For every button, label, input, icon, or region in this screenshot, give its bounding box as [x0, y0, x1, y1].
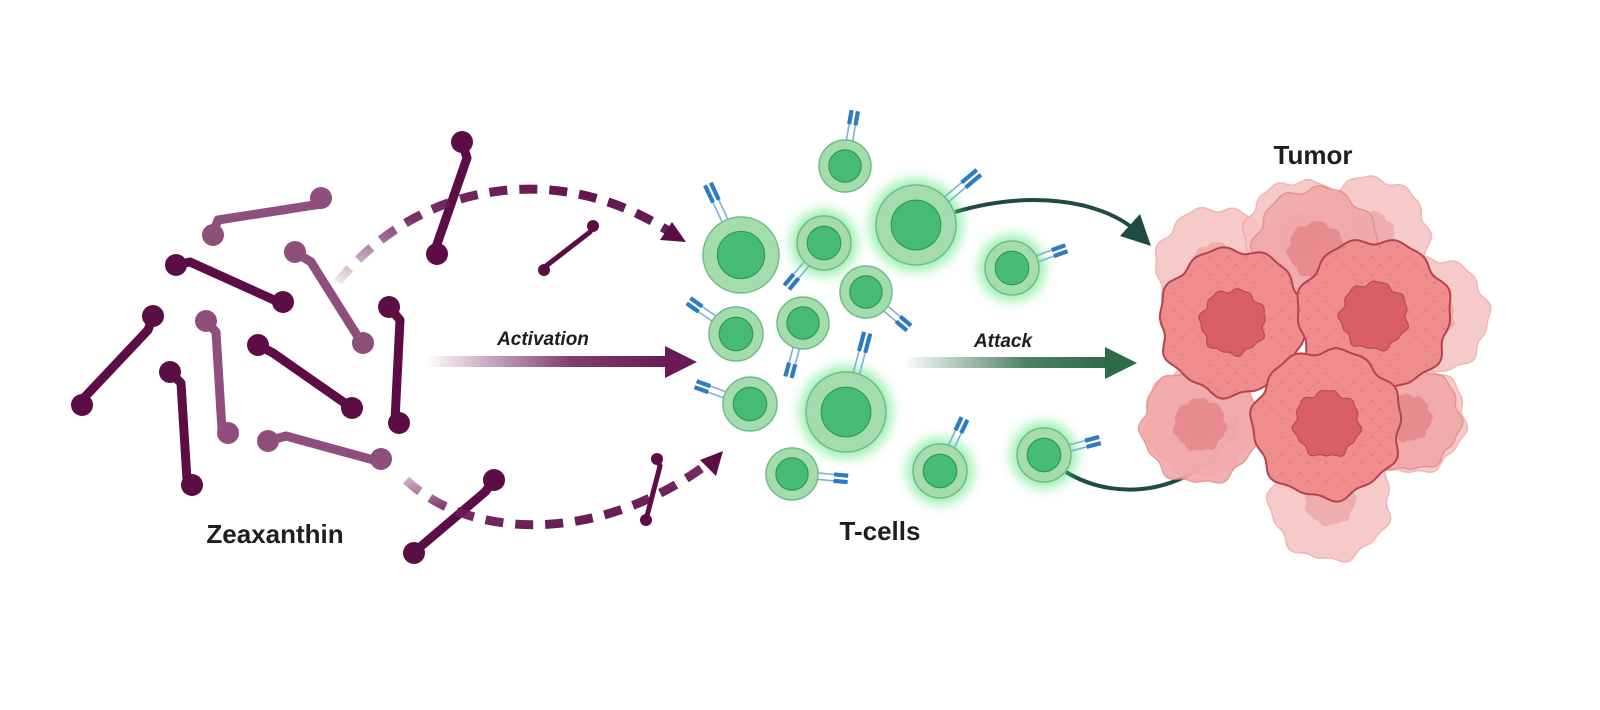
tcr-receptor-icon [687, 298, 717, 322]
tcr-receptor-icon [705, 183, 729, 224]
tumor-mass [1139, 176, 1491, 562]
tumor-label: Tumor [1274, 140, 1353, 170]
t-cell-icon [840, 266, 911, 331]
zeaxanthin-molecule-icon [71, 305, 164, 416]
tcells-label: T-cells [840, 516, 921, 546]
t-cell-icon [777, 297, 829, 378]
t-cell-icon [800, 332, 892, 458]
tcr-receptor-icon [883, 305, 911, 330]
zeaxanthin-molecule-icon [202, 187, 332, 246]
t-cell-icon [1011, 422, 1101, 488]
t-cell-icon [687, 298, 763, 361]
tcr-receptor-icon [694, 381, 727, 398]
t-cell-icon [907, 417, 973, 504]
t-cell-icon [870, 170, 981, 271]
curved-attack-arrow-top [955, 200, 1151, 246]
zeaxanthin-molecule-icon [247, 334, 363, 419]
zeaxanthin-molecule-icon [378, 296, 410, 434]
activation-arrow [425, 346, 697, 378]
zeaxanthin-molecule-icon [159, 361, 203, 496]
activation-label: Activation [496, 329, 589, 350]
attack-label: Attack [973, 331, 1034, 352]
t-cell-icon [703, 183, 779, 293]
dashed-arrow-top [338, 189, 686, 282]
zeaxanthin-molecule-icon [257, 430, 392, 470]
zeaxanthin-molecule-icon [195, 310, 239, 444]
tcell-group [687, 110, 1101, 504]
zeaxanthin-molecule-icon [538, 220, 599, 276]
t-cell-icon [694, 377, 777, 431]
zeaxanthin-molecule-icon [165, 254, 294, 313]
tcr-receptor-icon [785, 346, 799, 378]
tcr-receptor-icon [816, 473, 848, 482]
t-cell-icon [819, 110, 871, 192]
tcr-receptor-icon [846, 110, 858, 142]
zeaxanthin-label: Zeaxanthin [206, 519, 343, 549]
t-cell-icon [979, 235, 1068, 301]
